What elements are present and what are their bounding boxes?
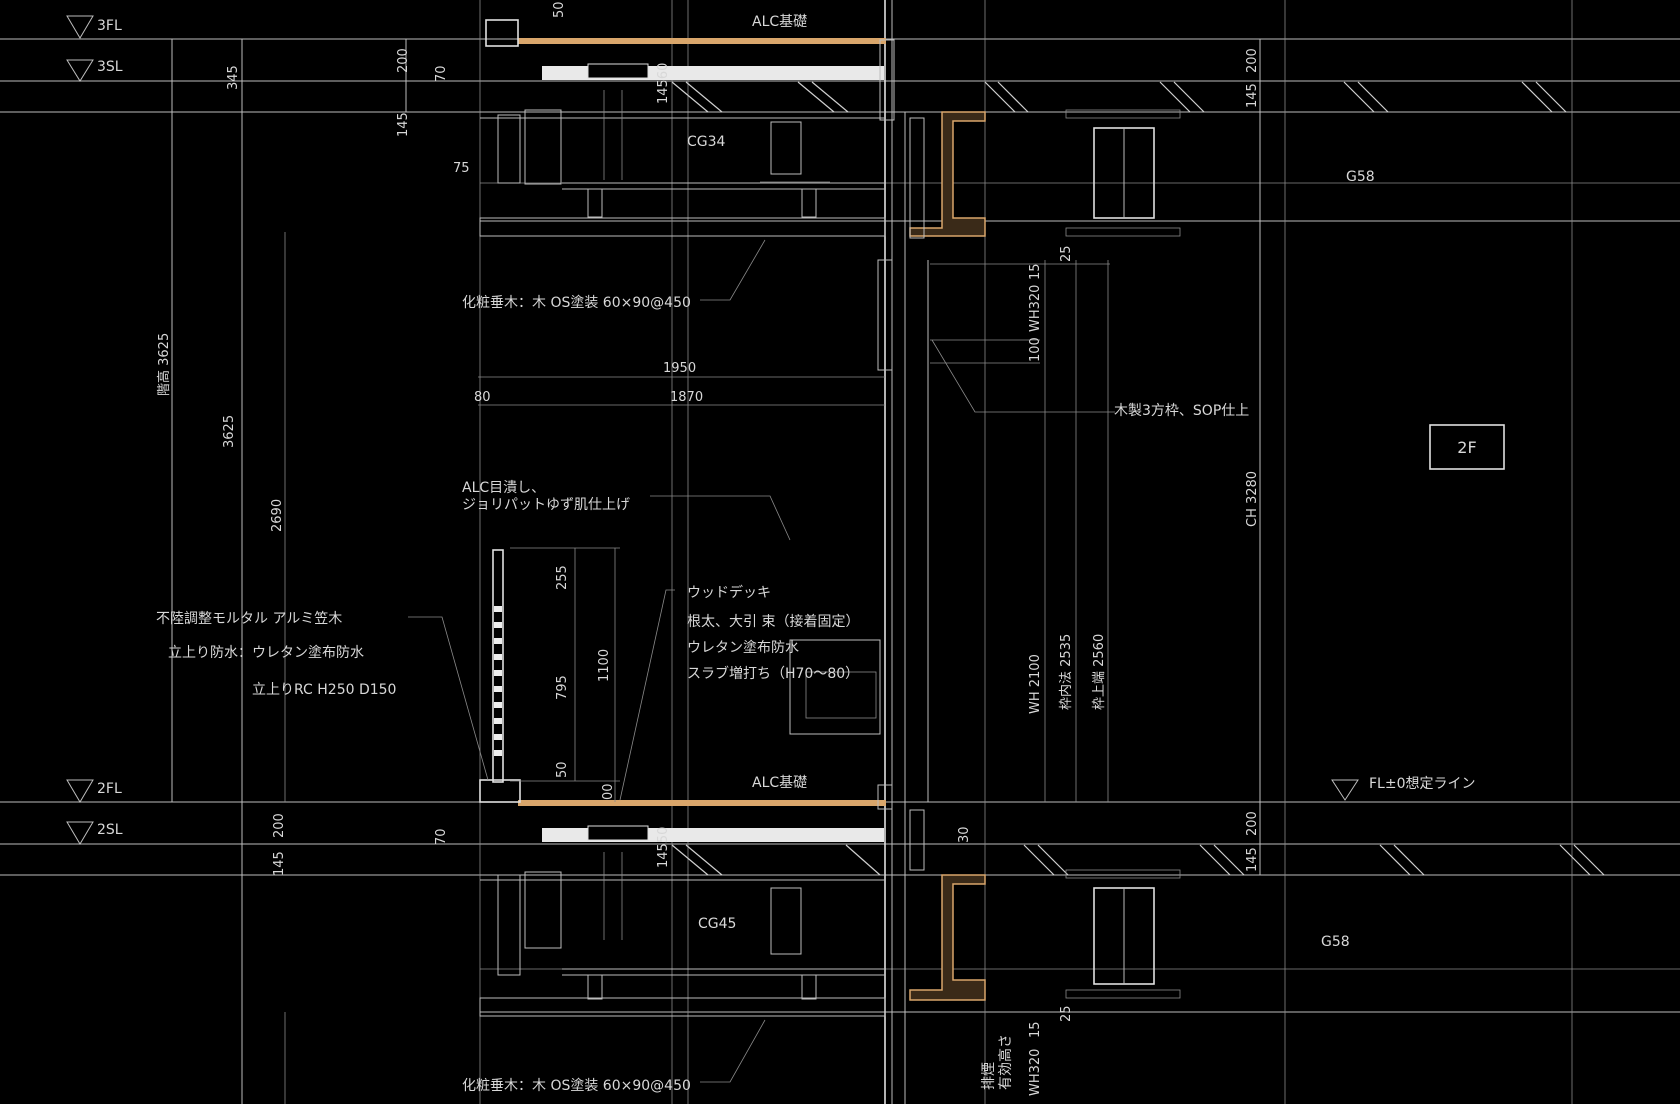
slab-hatch-bottom [671,844,1605,876]
note-parapet-3: 立上りRC H250 D150 [252,682,396,698]
dim-25b: 25 [1059,1005,1074,1022]
dim-1870: 1870 [670,390,703,405]
dim-r200b: 200 [1245,811,1260,836]
dim-2690: 2690 [270,499,285,532]
room-tag: 2F [1457,438,1476,457]
level-2sl: 2SL [97,822,123,838]
dim-200b: 200 [272,813,287,838]
dim-r200a: 200 [1245,48,1260,73]
dimension-lines [408,239,1115,1083]
dim-ch3280: CH 3280 [1245,471,1260,527]
dim-wh320a: WH320 [1028,285,1043,332]
dim-frame-inner: 枠内法 2535 [1058,634,1074,710]
room-tag-box [1429,424,1505,470]
level-marker-3fl [66,15,94,39]
dim-25a: 25 [1059,245,1074,262]
annotations: ALC基礎 ALC基礎 化粧垂木：木 OS塗装 60×90@450 化粧垂木：木… [156,13,1249,1094]
note-hood-1: 排煙 [981,1062,997,1090]
slab-hatch-top [671,81,1567,113]
dim-14560: 14560 [656,63,671,104]
dimension-labels: 階高 3625 3625 2690 345 145 200 70 50 1456… [156,1,1260,1096]
note-parapet-2: 立上り防水：ウレタン塗布防水 [168,644,364,661]
note-rafter-bottom: 化粧垂木：木 OS塗装 60×90@450 [462,1077,691,1094]
level-2fl: 2FL [97,781,122,797]
dim-50a: 50 [552,1,567,18]
vertical-lines [171,0,1573,1104]
beam-cg-top: CG34 [687,134,726,150]
dim-wh2100: WH 2100 [1028,654,1043,714]
dim-100: 100 [1028,337,1043,362]
dim-145a: 145 [396,112,411,137]
slab-3f [479,19,1567,237]
level-3sl: 3SL [97,59,123,75]
dim-70b: 70 [434,828,449,845]
level-lines [0,38,1680,1013]
dim-75: 75 [453,161,470,176]
dim-345: 345 [226,65,241,90]
level-marker-2fl [66,779,94,803]
note-deck-4: スラブ増打ち（H70〜80） [687,665,859,682]
note-hood-2: 有効高さ [997,1034,1014,1090]
note-deck-3: ウレタン塗布防水 [687,639,799,656]
dim-30: 30 [957,826,972,843]
slab-2f [479,779,1605,1017]
note-deck-1: ウッドデッキ [687,584,771,601]
note-alc-finish-1: ALC目潰し、 [462,480,545,496]
dim-70a: 70 [434,65,449,82]
dim-r145a: 145 [1245,83,1260,108]
dim-15b: 15 [1028,1021,1043,1038]
beam-g-bottom: G58 [1321,934,1350,950]
level-markers: 3FL 3SL 2FL 2SL FL±0想定ライン [66,15,1476,845]
note-alc-bottom: ALC基礎 [752,774,807,791]
level-fl0: FL±0想定ライン [1369,776,1476,792]
dim-14550: 14550 [656,827,671,868]
dim-795: 795 [555,675,570,700]
note-alc-finish-2: ジョリパットゆず肌仕上げ [462,497,630,513]
level-3fl: 3FL [97,18,122,34]
note-parapet-1: 不陸調整モルタル アルミ笠木 [156,611,342,627]
window-frame [877,39,986,1001]
dim-wh320b: WH320 [1028,1049,1043,1096]
dim-1950: 1950 [663,361,696,376]
dim-200a: 200 [396,48,411,73]
dim-145b: 145 [272,851,287,876]
level-marker-3sl [66,59,94,82]
dim-50b: 50 [555,761,570,778]
parapet-ties [494,606,502,756]
dim-00: 00 [601,783,616,800]
note-frame: 木製3方枠、SOP仕上 [1114,403,1249,419]
level-marker-2sl [66,821,94,845]
note-deck-2: 根太、大引 束（接着固定） [687,613,859,630]
dim-15a: 15 [1028,263,1043,280]
note-alc-top: ALC基礎 [752,13,807,30]
dim-frame-top: 枠上端 2560 [1092,634,1107,710]
dim-255: 255 [555,565,570,590]
parapet [492,549,881,783]
dim-r145b: 145 [1245,847,1260,872]
level-marker-fl0 [1331,779,1359,801]
beam-cg-bottom: CG45 [698,916,736,932]
dim-80: 80 [474,390,491,405]
beam-g-top: G58 [1346,169,1375,185]
dim-storey: 3625 [222,415,237,448]
dim-1100: 1100 [597,649,612,682]
note-rafter-top: 化粧垂木：木 OS塗装 60×90@450 [462,294,691,311]
dim-storey-label: 階高 3625 [156,333,172,396]
